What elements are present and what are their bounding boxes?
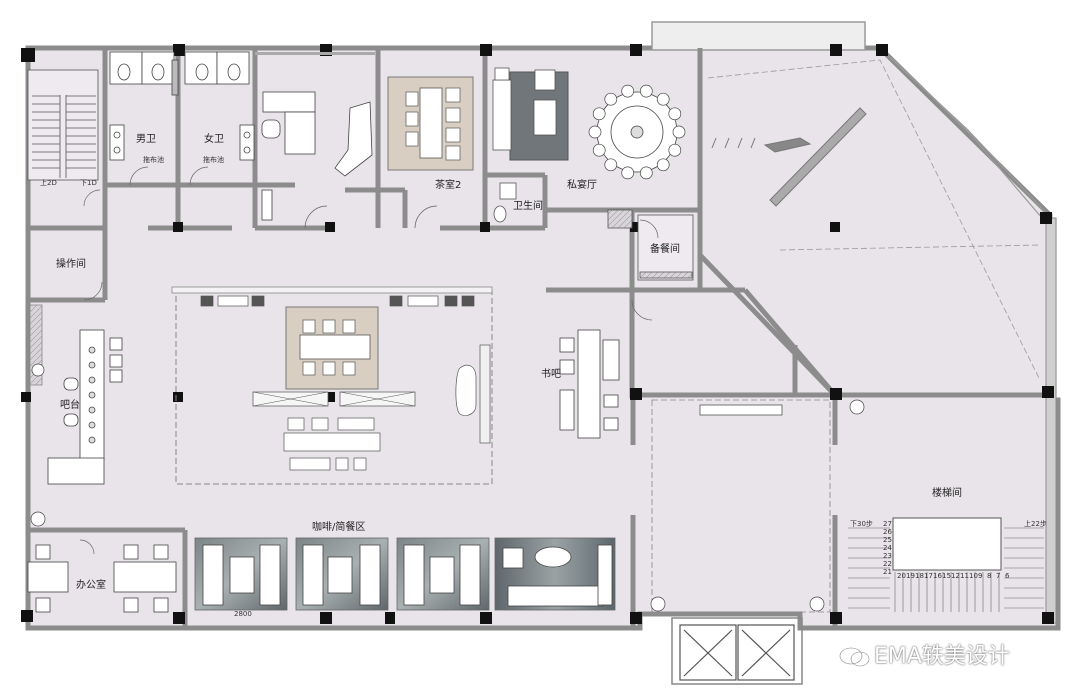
stair-number: 19: [906, 572, 915, 580]
stair-number: 8: [987, 572, 992, 580]
structural-columns: [21, 44, 1054, 624]
wc-annotation-left: 拖布池: [143, 156, 164, 164]
stair-number: 11: [960, 572, 969, 580]
room-label-stairwell: 楼梯间: [932, 488, 962, 499]
dining-chair: [639, 84, 653, 98]
toilet-fixtures: [109, 51, 255, 161]
main-stair: [651, 399, 1044, 613]
coffee-booths: [194, 537, 616, 611]
stair-number: 15: [942, 572, 951, 580]
stair-number: 27: [883, 520, 892, 528]
office-furniture: [27, 544, 177, 613]
stair-number: 23: [883, 552, 892, 560]
manager-office-furniture: [255, 52, 375, 221]
room-label-coffee-area: 咖啡/简餐区: [312, 522, 366, 533]
dining-chair: [668, 143, 682, 157]
dining-chair: [604, 92, 618, 106]
stair-number: 6: [1005, 572, 1010, 580]
room-label-office: 办公室: [76, 580, 106, 591]
dining-chair: [668, 107, 682, 121]
stair-number: 18: [915, 572, 924, 580]
stair-number: 16: [933, 572, 942, 580]
dining-chair: [592, 143, 606, 157]
wechat-icon: [839, 647, 870, 667]
room-label-tea-room: 茶室2: [435, 180, 462, 191]
pantry-fixtures: [607, 209, 694, 281]
book-bar-furniture: [559, 329, 620, 439]
stair-number: 7: [996, 572, 1001, 580]
dining-chair: [588, 125, 602, 139]
stair-number: 9: [978, 572, 983, 580]
round-table-chairs: [588, 84, 686, 180]
bar-counter: [47, 329, 123, 485]
dining-chair: [592, 107, 606, 121]
stair-number: 12: [951, 572, 960, 580]
stair-down-right: 下30步: [850, 520, 873, 528]
dimension-bottom: 2800: [234, 610, 252, 618]
dining-chair: [639, 166, 653, 180]
restroom-fixtures: [493, 182, 517, 223]
top-balcony: [651, 21, 866, 51]
round-dining-table: [596, 91, 678, 173]
room-label-restroom: 卫生间: [513, 201, 543, 212]
door-swings: [79, 166, 659, 555]
watermark-text: EMA轶美设计: [874, 644, 1010, 669]
stair-number: 17: [924, 572, 933, 580]
stair-number: 21: [883, 568, 892, 576]
lobby-decor: [707, 59, 1041, 381]
interior-walls: [28, 48, 1050, 628]
stair-down-left: 下1D: [80, 179, 97, 187]
room-label-womens-wc: 女卫: [204, 134, 224, 145]
left-stair: [27, 69, 99, 181]
room-label-bar: 吧台: [60, 400, 80, 411]
stair-number: 24: [883, 544, 892, 552]
dining-chair: [672, 125, 686, 139]
plants: [30, 363, 865, 612]
elevators: [671, 617, 803, 685]
wc-annotation-right: 拖布池: [203, 156, 224, 164]
dining-chair: [621, 84, 635, 98]
tea-room-furniture: [387, 76, 474, 171]
dining-chair: [656, 92, 670, 106]
stair-number: 25: [883, 536, 892, 544]
stair-up-left: 上2D: [40, 179, 57, 187]
watermark: EMA轶美设计: [838, 638, 1010, 670]
room-label-private-dining: 私宴厅: [567, 180, 597, 191]
dining-chair: [656, 158, 670, 172]
central-lounge: [171, 286, 493, 485]
stair-number: 10: [969, 572, 978, 580]
right-wall: [1045, 217, 1057, 624]
stair-up-right: 上22步: [1024, 520, 1047, 528]
stair-number: 20: [897, 572, 906, 580]
room-label-pantry: 备餐间: [650, 244, 680, 255]
dining-chair: [604, 158, 618, 172]
dining-chair: [621, 166, 635, 180]
stair-number: 22: [883, 560, 892, 568]
room-label-operation: 操作间: [56, 259, 86, 270]
room-label-mens-wc: 男卫: [136, 134, 156, 145]
stair-number: 26: [883, 528, 892, 536]
lounge-furniture: [492, 67, 569, 161]
room-label-book-bar: 书吧: [541, 369, 561, 380]
